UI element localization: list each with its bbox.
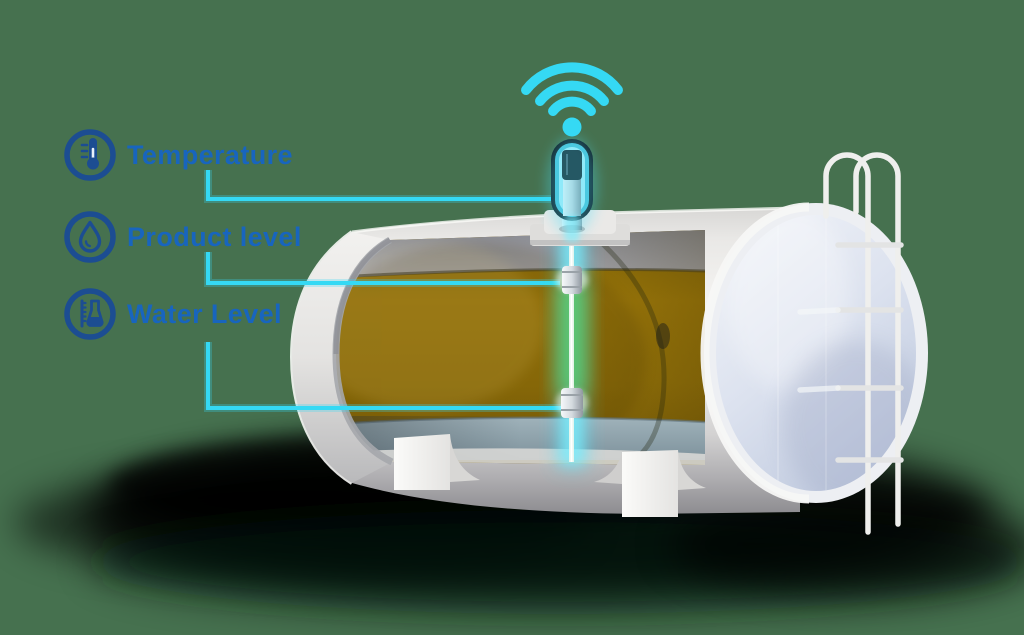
label-product-level-text: Product level bbox=[127, 221, 302, 252]
product-level-float bbox=[556, 266, 588, 294]
wifi-icon bbox=[521, 62, 623, 137]
ladder bbox=[797, 152, 904, 535]
cutaway-rim bbox=[292, 232, 392, 483]
tank-legs bbox=[394, 434, 706, 517]
ladder-rail-right bbox=[853, 152, 901, 527]
label-temperature-text: Temperature bbox=[127, 139, 293, 170]
tank-leg bbox=[394, 434, 450, 490]
ladder-rungs bbox=[835, 242, 904, 463]
ladder-rail-left bbox=[823, 152, 871, 535]
connector-lines bbox=[204, 170, 572, 412]
connector-line-temperature bbox=[206, 170, 556, 201]
label-product-level: Product level bbox=[62, 209, 302, 265]
connector-line-water bbox=[206, 342, 572, 410]
label-water-level-text: Water Level bbox=[127, 298, 282, 329]
droplet-icon bbox=[64, 211, 116, 263]
sensor-probe bbox=[556, 220, 588, 468]
tank-cutaway bbox=[292, 230, 705, 483]
connector-line-product bbox=[206, 252, 560, 285]
label-temperature: Temperature bbox=[62, 127, 293, 183]
label-water-level: Water Level bbox=[62, 286, 282, 342]
sensor-head bbox=[530, 136, 630, 246]
water-gauge-icon bbox=[64, 288, 116, 340]
thermometer-icon bbox=[64, 129, 116, 181]
tank-leg bbox=[622, 450, 678, 517]
water-level-float bbox=[556, 388, 588, 418]
